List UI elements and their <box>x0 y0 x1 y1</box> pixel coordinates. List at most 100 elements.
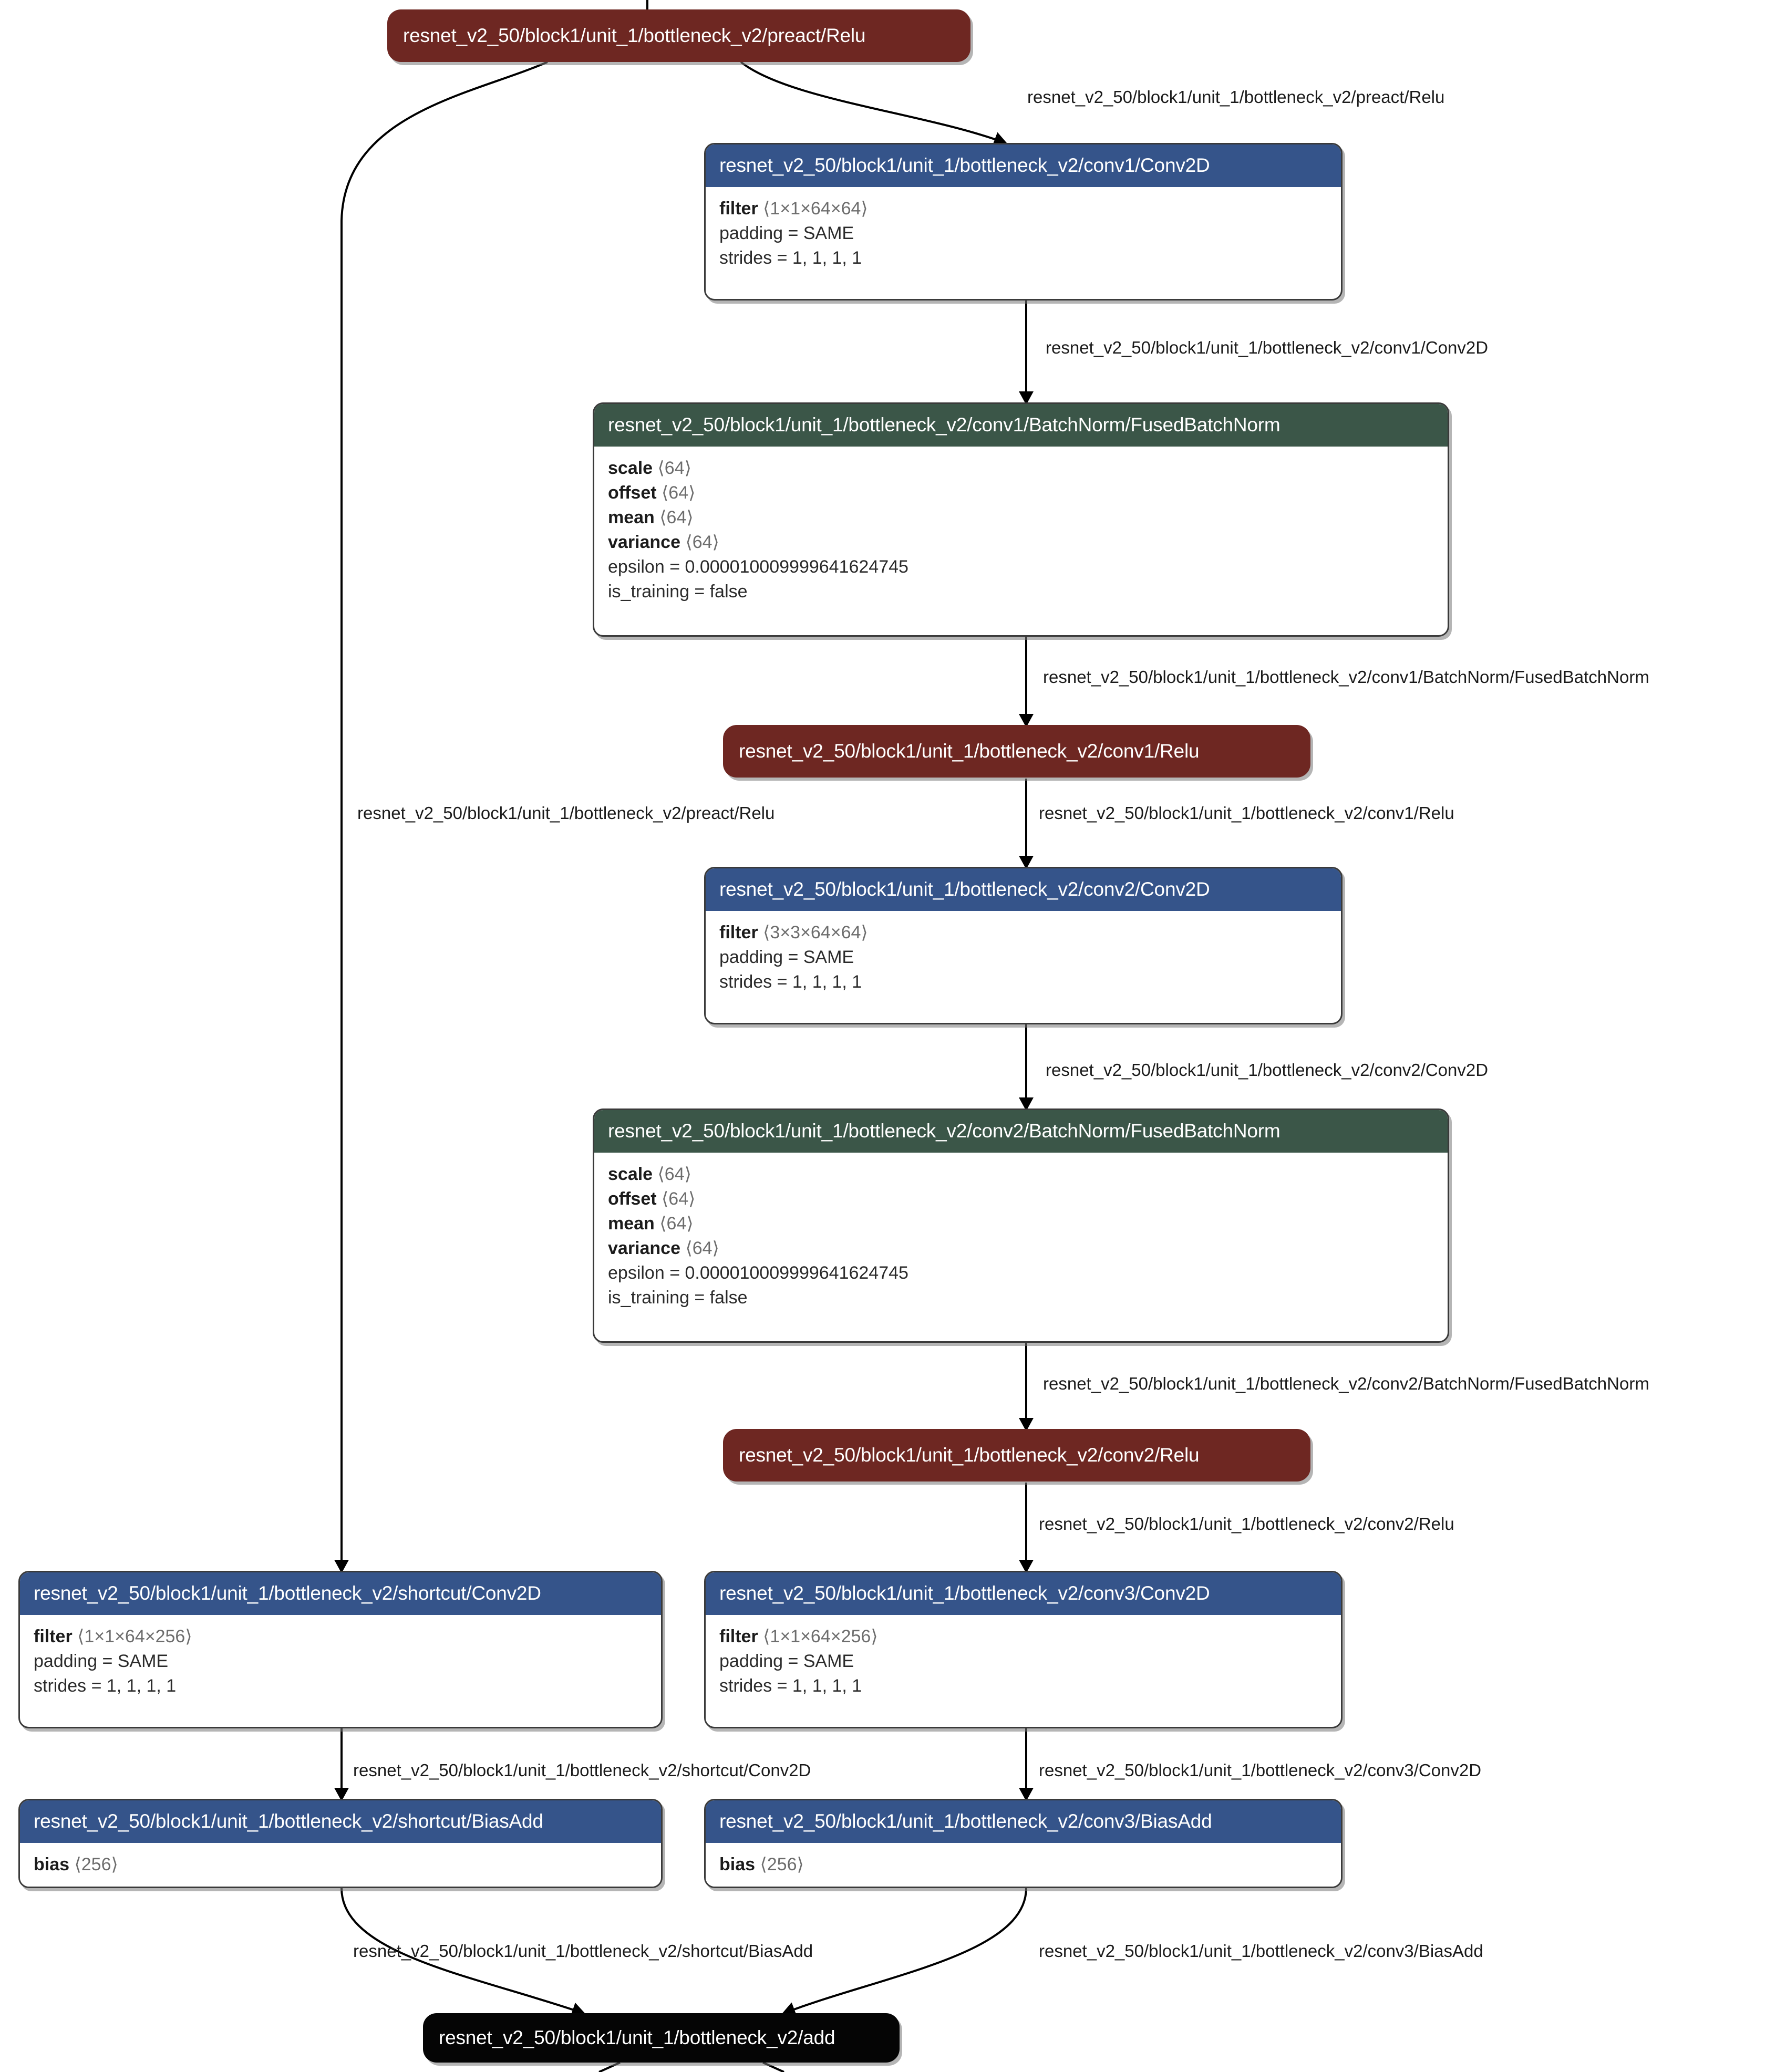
node-conv1-relu-title: resnet_v2_50/block1/unit_1/bottleneck_v2… <box>739 740 1200 762</box>
attr-filter-value: ⟨3×3×64×64⟩ <box>763 923 868 942</box>
attr-epsilon: epsilon = 0.000010009999641624745 <box>608 1262 908 1283</box>
edge-label-conv2relu-to-conv3: resnet_v2_50/block1/unit_1/bottleneck_v2… <box>1039 1514 1454 1534</box>
node-conv1-batchnorm[interactable]: resnet_v2_50/block1/unit_1/bottleneck_v2… <box>593 402 1449 637</box>
attr-mean: mean ⟨64⟩ <box>608 1211 1434 1236</box>
attr-bias: bias ⟨256⟩ <box>34 1852 647 1877</box>
attr-offset-label: offset <box>608 1188 657 1209</box>
node-conv2-conv2d-attrs: filter ⟨3×3×64×64⟩ padding = SAME stride… <box>706 911 1341 1005</box>
attr-offset-value: ⟨64⟩ <box>662 1188 696 1209</box>
attr-strides: strides = 1, 1, 1, 1 <box>719 247 862 268</box>
edge-label-preact-to-shortcut: resnet_v2_50/block1/unit_1/bottleneck_v2… <box>357 803 775 823</box>
attr-bias-value: ⟨256⟩ <box>760 1855 804 1874</box>
node-shortcut-conv2d[interactable]: resnet_v2_50/block1/unit_1/bottleneck_v2… <box>18 1571 663 1728</box>
attr-variance-value: ⟨64⟩ <box>685 532 719 552</box>
attr-is-training: is_training = false <box>608 1287 748 1308</box>
node-conv3-biasadd[interactable]: resnet_v2_50/block1/unit_1/bottleneck_v2… <box>704 1799 1343 1888</box>
edge-outgoing-stub-left <box>598 2061 621 2072</box>
attr-offset: offset ⟨64⟩ <box>608 1187 1434 1211</box>
attr-variance-value: ⟨64⟩ <box>685 1238 719 1258</box>
attr-variance-label: variance <box>608 1238 680 1258</box>
node-shortcut-conv2d-title: resnet_v2_50/block1/unit_1/bottleneck_v2… <box>20 1572 661 1615</box>
node-conv1-batchnorm-attrs: scale ⟨64⟩ offset ⟨64⟩ mean ⟨64⟩ varianc… <box>594 447 1448 615</box>
attr-padding: padding = SAME <box>719 1651 854 1671</box>
attr-strides: strides = 1, 1, 1, 1 <box>719 971 862 992</box>
node-preact-relu[interactable]: resnet_v2_50/block1/unit_1/bottleneck_v2… <box>387 9 970 62</box>
node-conv1-relu[interactable]: resnet_v2_50/block1/unit_1/bottleneck_v2… <box>723 725 1310 778</box>
attr-epsilon: epsilon = 0.000010009999641624745 <box>608 556 908 577</box>
attr-mean-value: ⟨64⟩ <box>659 1213 694 1234</box>
attr-padding: padding = SAME <box>34 1651 169 1671</box>
attr-filter: filter ⟨3×3×64×64⟩ <box>719 920 1327 945</box>
attr-offset-label: offset <box>608 482 657 503</box>
attr-filter-label: filter <box>719 199 758 219</box>
node-conv2-relu-title: resnet_v2_50/block1/unit_1/bottleneck_v2… <box>739 1444 1200 1466</box>
node-shortcut-biasadd-title: resnet_v2_50/block1/unit_1/bottleneck_v2… <box>20 1800 661 1843</box>
attr-mean-value: ⟨64⟩ <box>659 507 694 527</box>
attr-filter-label: filter <box>719 1626 758 1646</box>
attr-mean: mean ⟨64⟩ <box>608 505 1434 530</box>
attr-scale-value: ⟨64⟩ <box>657 1164 691 1184</box>
edge-label-conv2conv2d-to-bn: resnet_v2_50/block1/unit_1/bottleneck_v2… <box>1046 1060 1489 1080</box>
attr-mean-label: mean <box>608 507 655 527</box>
node-conv3-conv2d-attrs: filter ⟨1×1×64×256⟩ padding = SAME strid… <box>706 1615 1341 1709</box>
attr-offset-value: ⟨64⟩ <box>662 482 696 503</box>
edge-label-conv1conv2d-to-bn: resnet_v2_50/block1/unit_1/bottleneck_v2… <box>1046 338 1489 357</box>
edge-label-preact-to-conv1: resnet_v2_50/block1/unit_1/bottleneck_v2… <box>1027 87 1445 107</box>
node-shortcut-biasadd[interactable]: resnet_v2_50/block1/unit_1/bottleneck_v2… <box>18 1799 663 1888</box>
attr-scale-value: ⟨64⟩ <box>657 458 691 478</box>
node-conv2-batchnorm[interactable]: resnet_v2_50/block1/unit_1/bottleneck_v2… <box>593 1108 1449 1343</box>
attr-scale: scale ⟨64⟩ <box>608 1162 1434 1187</box>
attr-bias-label: bias <box>719 1855 756 1874</box>
node-conv2-batchnorm-title: resnet_v2_50/block1/unit_1/bottleneck_v2… <box>594 1110 1448 1153</box>
attr-padding: padding = SAME <box>719 223 854 243</box>
node-conv3-biasadd-attrs: bias ⟨256⟩ <box>706 1843 1341 1887</box>
attr-bias-label: bias <box>34 1855 70 1874</box>
edge-label-conv2bn-to-relu: resnet_v2_50/block1/unit_1/bottleneck_v2… <box>1043 1374 1649 1393</box>
node-conv1-conv2d-title: resnet_v2_50/block1/unit_1/bottleneck_v2… <box>706 144 1341 187</box>
attr-is-training: is_training = false <box>608 581 748 602</box>
node-shortcut-biasadd-attrs: bias ⟨256⟩ <box>20 1843 661 1887</box>
edge-label-conv1relu-to-conv2: resnet_v2_50/block1/unit_1/bottleneck_v2… <box>1039 803 1454 823</box>
attr-filter-value: ⟨1×1×64×256⟩ <box>763 1626 878 1646</box>
node-conv2-conv2d-title: resnet_v2_50/block1/unit_1/bottleneck_v2… <box>706 868 1341 911</box>
attr-variance-label: variance <box>608 532 680 552</box>
edge-label-shortcutconv2d-to-biasadd: resnet_v2_50/block1/unit_1/bottleneck_v2… <box>353 1760 811 1780</box>
node-conv2-relu[interactable]: resnet_v2_50/block1/unit_1/bottleneck_v2… <box>723 1429 1310 1482</box>
node-preact-relu-title: resnet_v2_50/block1/unit_1/bottleneck_v2… <box>403 24 866 46</box>
edge-conv3biasadd-to-add <box>781 1888 1027 2016</box>
node-conv1-batchnorm-title: resnet_v2_50/block1/unit_1/bottleneck_v2… <box>594 404 1448 447</box>
attr-bias-value: ⟨256⟩ <box>74 1855 118 1874</box>
attr-filter-value: ⟨1×1×64×64⟩ <box>763 199 868 219</box>
node-conv3-biasadd-title: resnet_v2_50/block1/unit_1/bottleneck_v2… <box>706 1800 1341 1843</box>
node-conv3-conv2d[interactable]: resnet_v2_50/block1/unit_1/bottleneck_v2… <box>704 1571 1343 1728</box>
node-add-title: resnet_v2_50/block1/unit_1/bottleneck_v2… <box>439 2026 835 2048</box>
attr-variance: variance ⟨64⟩ <box>608 1236 1434 1261</box>
attr-mean-label: mean <box>608 1213 655 1234</box>
attr-scale-label: scale <box>608 458 653 478</box>
attr-filter: filter ⟨1×1×64×64⟩ <box>719 196 1327 221</box>
attr-padding: padding = SAME <box>719 947 854 967</box>
attr-scale: scale ⟨64⟩ <box>608 456 1434 481</box>
attr-strides: strides = 1, 1, 1, 1 <box>34 1675 177 1696</box>
attr-scale-label: scale <box>608 1164 653 1184</box>
edge-label-conv3biasadd-to-add: resnet_v2_50/block1/unit_1/bottleneck_v2… <box>1039 1941 1483 1961</box>
attr-variance: variance ⟨64⟩ <box>608 530 1434 555</box>
attr-filter-label: filter <box>719 923 758 942</box>
edge-label-conv3conv2d-to-biasadd: resnet_v2_50/block1/unit_1/bottleneck_v2… <box>1039 1760 1482 1780</box>
node-conv2-conv2d[interactable]: resnet_v2_50/block1/unit_1/bottleneck_v2… <box>704 867 1343 1024</box>
attr-filter: filter ⟨1×1×64×256⟩ <box>719 1624 1327 1649</box>
node-shortcut-conv2d-attrs: filter ⟨1×1×64×256⟩ padding = SAME strid… <box>20 1615 661 1709</box>
edge-outgoing-stub-right <box>762 2061 784 2072</box>
attr-filter: filter ⟨1×1×64×256⟩ <box>34 1624 647 1649</box>
edge-label-conv1bn-to-relu: resnet_v2_50/block1/unit_1/bottleneck_v2… <box>1043 667 1649 687</box>
node-conv3-conv2d-title: resnet_v2_50/block1/unit_1/bottleneck_v2… <box>706 1572 1341 1615</box>
attr-offset: offset ⟨64⟩ <box>608 481 1434 505</box>
attr-strides: strides = 1, 1, 1, 1 <box>719 1675 862 1696</box>
attr-filter-label: filter <box>34 1626 73 1646</box>
attr-bias: bias ⟨256⟩ <box>719 1852 1327 1877</box>
node-add[interactable]: resnet_v2_50/block1/unit_1/bottleneck_v2… <box>423 2013 900 2063</box>
node-conv1-conv2d[interactable]: resnet_v2_50/block1/unit_1/bottleneck_v2… <box>704 143 1343 301</box>
node-conv2-batchnorm-attrs: scale ⟨64⟩ offset ⟨64⟩ mean ⟨64⟩ varianc… <box>594 1153 1448 1321</box>
